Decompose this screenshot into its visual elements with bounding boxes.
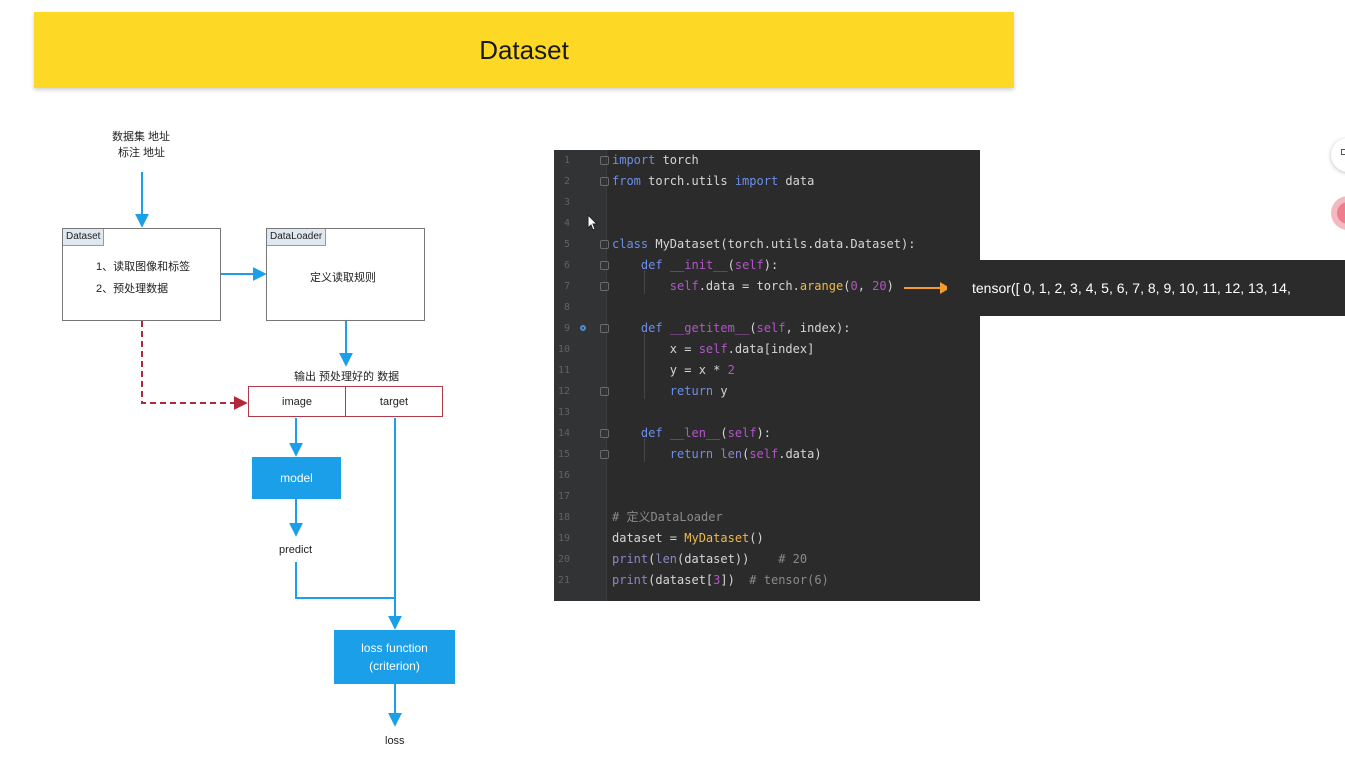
dashed-arrow-dataset-to-image	[141, 321, 248, 410]
line-number: 2	[563, 176, 570, 187]
line-number: 21	[557, 575, 570, 586]
dataset-box-tag: Dataset	[63, 229, 105, 246]
slide-title: Dataset	[479, 34, 569, 65]
output-row: image target	[248, 386, 443, 417]
fold-icon[interactable]	[600, 240, 609, 249]
code-line: print(len(dataset)) # 20	[612, 552, 808, 566]
code-line: def __getitem__(self, index):	[640, 321, 851, 335]
code-line: def __len__(self):	[640, 426, 771, 440]
loss-label: loss	[385, 735, 405, 747]
side-badge-button[interactable]	[1331, 196, 1345, 230]
dataloader-text: 定义读取规则	[310, 272, 376, 284]
code-line: print(dataset[3]) # tensor(6)	[612, 573, 829, 587]
fold-icon[interactable]	[600, 156, 609, 165]
diagram-connectors	[135, 172, 402, 727]
loss-function-line2: (criterion)	[369, 659, 420, 673]
fold-icon[interactable]	[600, 177, 609, 186]
line-number: 17	[557, 491, 570, 502]
side-toolbar-button[interactable]	[1331, 138, 1345, 172]
line-number: 9	[563, 323, 570, 334]
fold-icon[interactable]	[600, 282, 609, 291]
code-line: import torch	[612, 153, 699, 167]
indent-guide	[644, 270, 645, 294]
code-line: return len(self.data)	[669, 447, 822, 461]
code-gutter: 1 2 3 4 5 6 7 8 9 10 11 12 13 14 15 16 1…	[554, 150, 609, 601]
indent-guide	[644, 438, 645, 462]
pipeline-diagram: 数据集 地址 标注 地址 Dataset 1、读取图像和标签 2、预处理数据 D…	[0, 0, 560, 767]
predict-label: predict	[279, 544, 313, 556]
output-image-cell: image	[282, 395, 312, 408]
line-number: 8	[563, 302, 570, 313]
line-number: 19	[557, 533, 570, 544]
override-marker-icon	[580, 325, 586, 331]
mouse-cursor-icon	[587, 214, 599, 231]
line-number: 11	[557, 365, 570, 376]
code-line: dataset = MyDataset()	[612, 531, 764, 545]
line-number: 15	[557, 449, 570, 460]
line-number: 7	[563, 281, 570, 292]
badge-icon	[1337, 202, 1345, 224]
orange-arrow	[904, 282, 950, 294]
tensor-output-text: tensor([ 0, 1, 2, 3, 4, 5, 6, 7, 8, 9, 1…	[972, 280, 1291, 296]
line-number: 5	[563, 239, 570, 250]
line-number: 16	[557, 470, 570, 481]
line-number: 12	[557, 386, 570, 397]
tensor-output-box: tensor([ 0, 1, 2, 3, 4, 5, 6, 7, 8, 9, 1…	[947, 260, 1345, 316]
code-line: y = x * 2	[612, 363, 735, 377]
model-label: model	[280, 471, 313, 485]
dataloader-box-tag: DataLoader	[267, 229, 327, 246]
model-box: model	[252, 457, 341, 499]
loss-function-box: loss function (criterion)	[334, 630, 455, 684]
annotation-path-label: 标注 地址	[118, 147, 166, 159]
title-banner: Dataset	[34, 12, 1014, 88]
line-number: 3	[563, 197, 570, 208]
grid-icon	[1341, 149, 1345, 155]
line-number: 4	[563, 218, 570, 229]
line-number: 13	[557, 407, 570, 418]
code-line: from torch.utils import data	[612, 174, 815, 188]
output-label: 输出 预处理好的 数据	[294, 371, 400, 383]
code-line: class MyDataset(torch.utils.data.Dataset…	[612, 237, 916, 251]
dataset-box: Dataset 1、读取图像和标签 2、预处理数据	[62, 228, 221, 321]
line-number: 1	[563, 155, 570, 166]
line-number: 20	[557, 554, 570, 565]
fold-icon[interactable]	[600, 261, 609, 270]
dataloader-box: DataLoader 定义读取规则	[266, 228, 425, 321]
output-target-cell: target	[345, 387, 442, 416]
dataset-path-label: 数据集 地址	[112, 131, 171, 143]
indent-guide	[644, 333, 645, 399]
code-line: self.data = torch.arange(0, 20)	[669, 279, 894, 293]
code-line: x = self.data[index]	[612, 342, 815, 356]
code-line: return y	[669, 384, 728, 398]
dataset-step-1: 1、读取图像和标签	[96, 261, 191, 273]
line-number: 10	[557, 344, 570, 355]
code-editor: 1 2 3 4 5 6 7 8 9 10 11 12 13 14 15 16 1…	[554, 150, 980, 601]
line-number: 14	[557, 428, 570, 439]
fold-icon[interactable]	[600, 450, 609, 459]
line-number: 18	[557, 512, 570, 523]
loss-function-line1: loss function	[361, 641, 428, 655]
fold-icon[interactable]	[600, 387, 609, 396]
line-number: 6	[563, 260, 570, 271]
code-line: # 定义DataLoader	[612, 510, 723, 524]
fold-icon[interactable]	[600, 429, 609, 438]
code-line: def __init__(self):	[640, 258, 779, 272]
fold-icon[interactable]	[600, 324, 609, 333]
dataset-step-2: 2、预处理数据	[96, 283, 169, 295]
line-predict-to-loss	[295, 562, 395, 599]
